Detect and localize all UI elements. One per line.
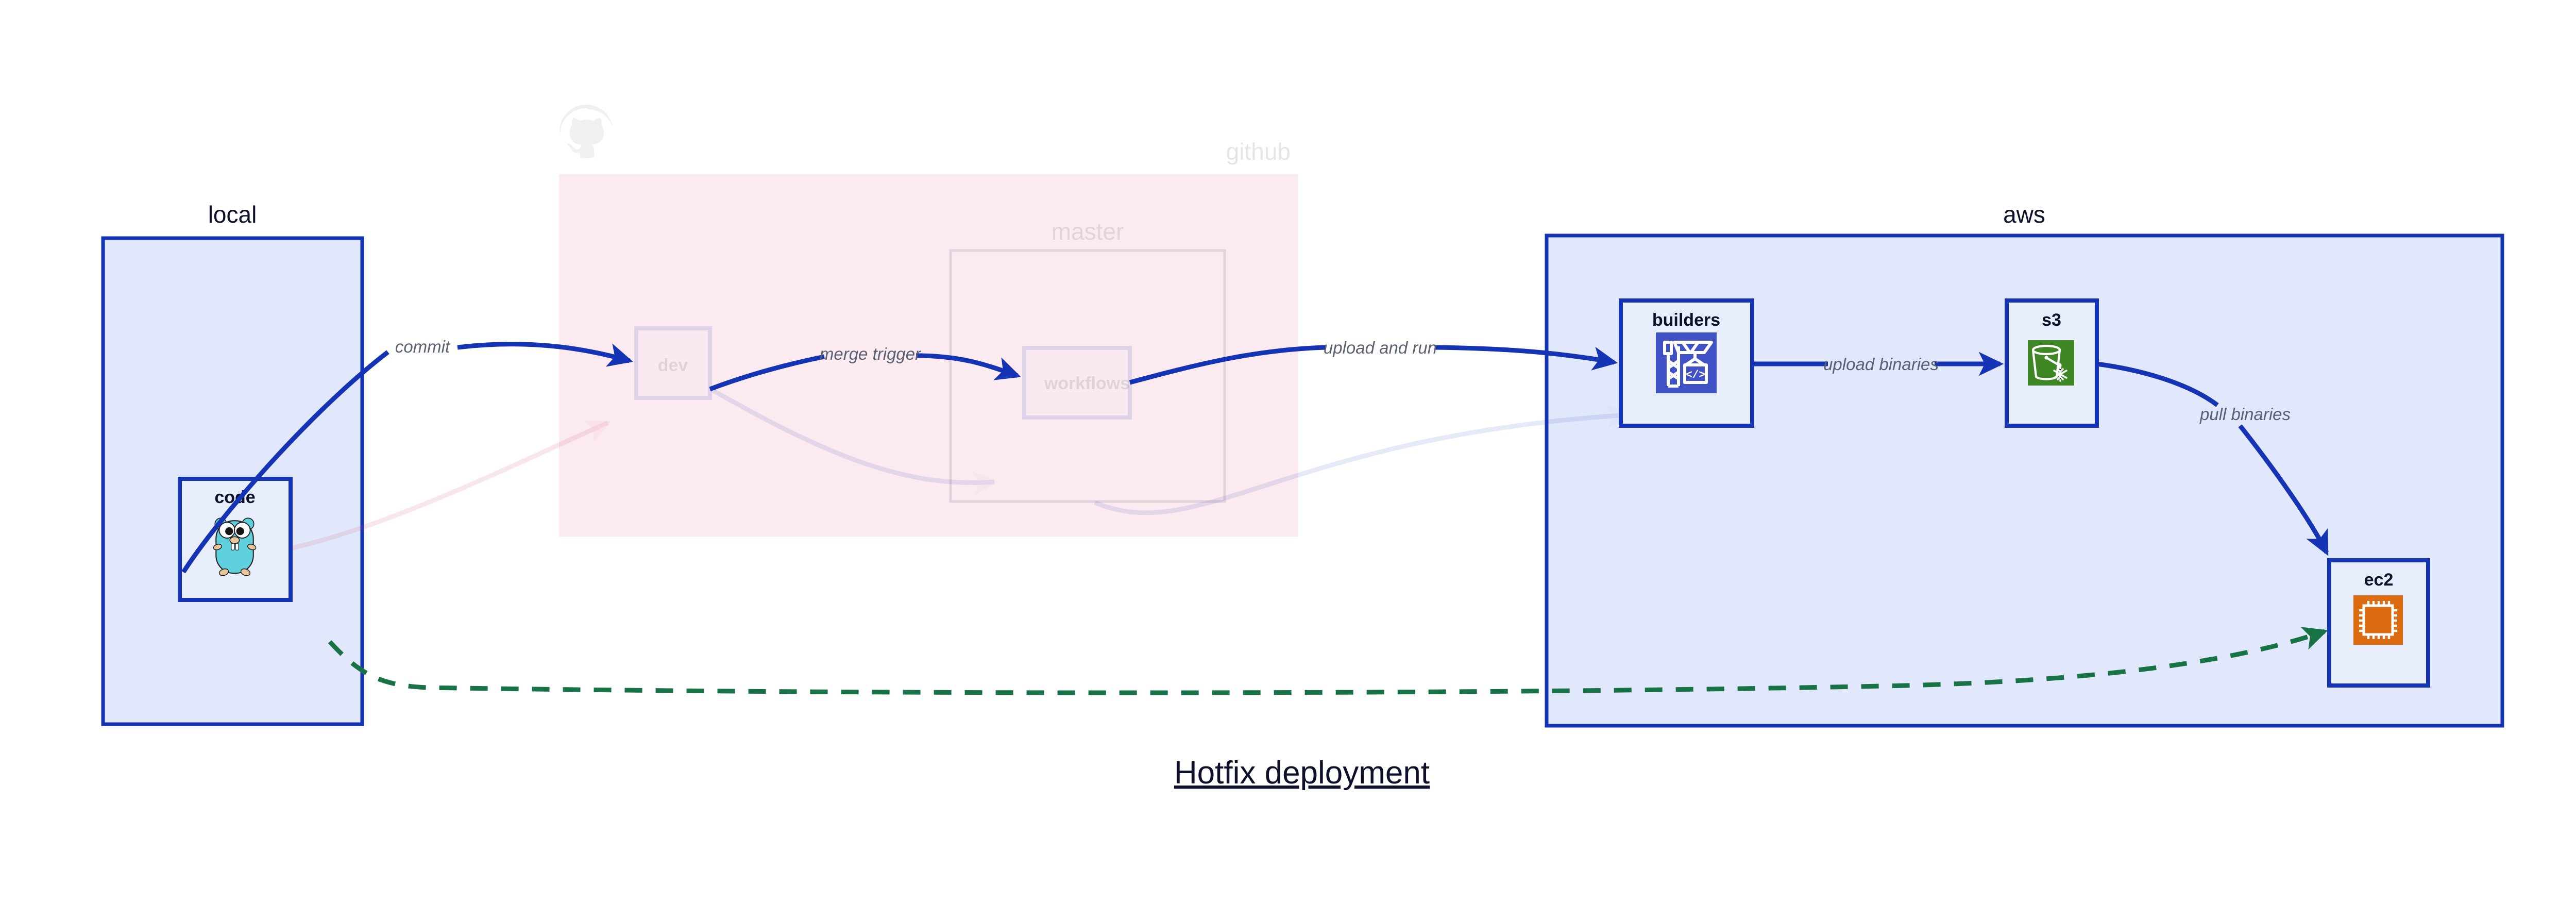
edge-merge-trigger-path-b xyxy=(916,353,1021,380)
edge-merge-trigger-path-a xyxy=(709,354,825,392)
edge-pull-binaries-path-a xyxy=(2096,361,2219,407)
node-s3[interactable]: s3 xyxy=(2005,298,2099,428)
edge-upload-and-run: upload and run xyxy=(1129,338,1618,385)
node-label-ec2: ec2 xyxy=(2364,570,2394,590)
edge-commit-path-b xyxy=(457,342,633,367)
github-octocat-icon xyxy=(560,105,614,160)
edge-direct-deploy xyxy=(328,627,2328,695)
aws-ec2-icon xyxy=(2353,595,2403,645)
group-github: github master xyxy=(559,105,1298,537)
edge-merge-trigger: merge trigger xyxy=(709,344,1021,392)
ghost-edge-code-dev xyxy=(288,420,612,552)
group-label-local: local xyxy=(208,201,257,228)
edge-commit-path-a xyxy=(181,350,389,574)
edge-pull-binaries: pull binaries xyxy=(2096,361,2329,556)
node-label-builders: builders xyxy=(1652,310,1720,330)
node-label-dev: dev xyxy=(658,356,688,375)
group-label-aws: aws xyxy=(2003,201,2045,228)
master-region xyxy=(949,249,1226,503)
node-builders[interactable]: builders xyxy=(1619,298,1754,428)
go-gopher-icon xyxy=(213,517,257,576)
edge-upload-and-run-path-a xyxy=(1129,345,1326,385)
aws-codebuild-icon: </> xyxy=(1656,332,1717,393)
subgroup-label-master: master xyxy=(1052,218,1124,245)
edge-label-pull-binaries: pull binaries xyxy=(2199,405,2291,424)
node-code[interactable]: code xyxy=(178,477,293,602)
local-region xyxy=(101,236,364,726)
ghost-edge-workflows-builders xyxy=(1094,404,1632,515)
edge-pull-binaries-path-b xyxy=(2238,424,2329,556)
group-label-github: github xyxy=(1226,138,1291,165)
aws-s3-glacier-icon xyxy=(2028,340,2074,386)
edge-label-merge-trigger: merge trigger xyxy=(820,344,922,363)
edge-label-commit: commit xyxy=(395,337,451,356)
diagram-title: Hotfix deployment xyxy=(1174,755,1430,791)
group-local: local xyxy=(101,201,364,726)
node-dev-box[interactable] xyxy=(634,326,712,400)
edge-direct-deploy-path xyxy=(328,627,2328,695)
node-ec2[interactable]: ec2 xyxy=(2327,558,2430,688)
edge-upload-and-run-path-b xyxy=(1434,345,1618,371)
ghost-edges xyxy=(288,387,1632,552)
node-workflows[interactable]: workflows xyxy=(1022,346,1132,420)
node-dev[interactable]: dev xyxy=(634,326,712,400)
edge-upload-binaries: upload binaries xyxy=(1752,352,2004,376)
edge-commit: commit xyxy=(181,337,633,574)
edge-label-upload-binaries: upload binaries xyxy=(1823,355,1939,374)
ghost-edge-dev-workflows xyxy=(709,387,998,496)
node-workflows-box[interactable] xyxy=(1022,346,1132,420)
node-label-workflows: workflows xyxy=(1044,374,1130,393)
subgroup-master: master xyxy=(949,218,1226,503)
node-label-s3: s3 xyxy=(2042,310,2061,330)
edge-label-upload-and-run: upload and run xyxy=(1324,338,1437,357)
svg-text:</>: </> xyxy=(1686,370,1705,381)
